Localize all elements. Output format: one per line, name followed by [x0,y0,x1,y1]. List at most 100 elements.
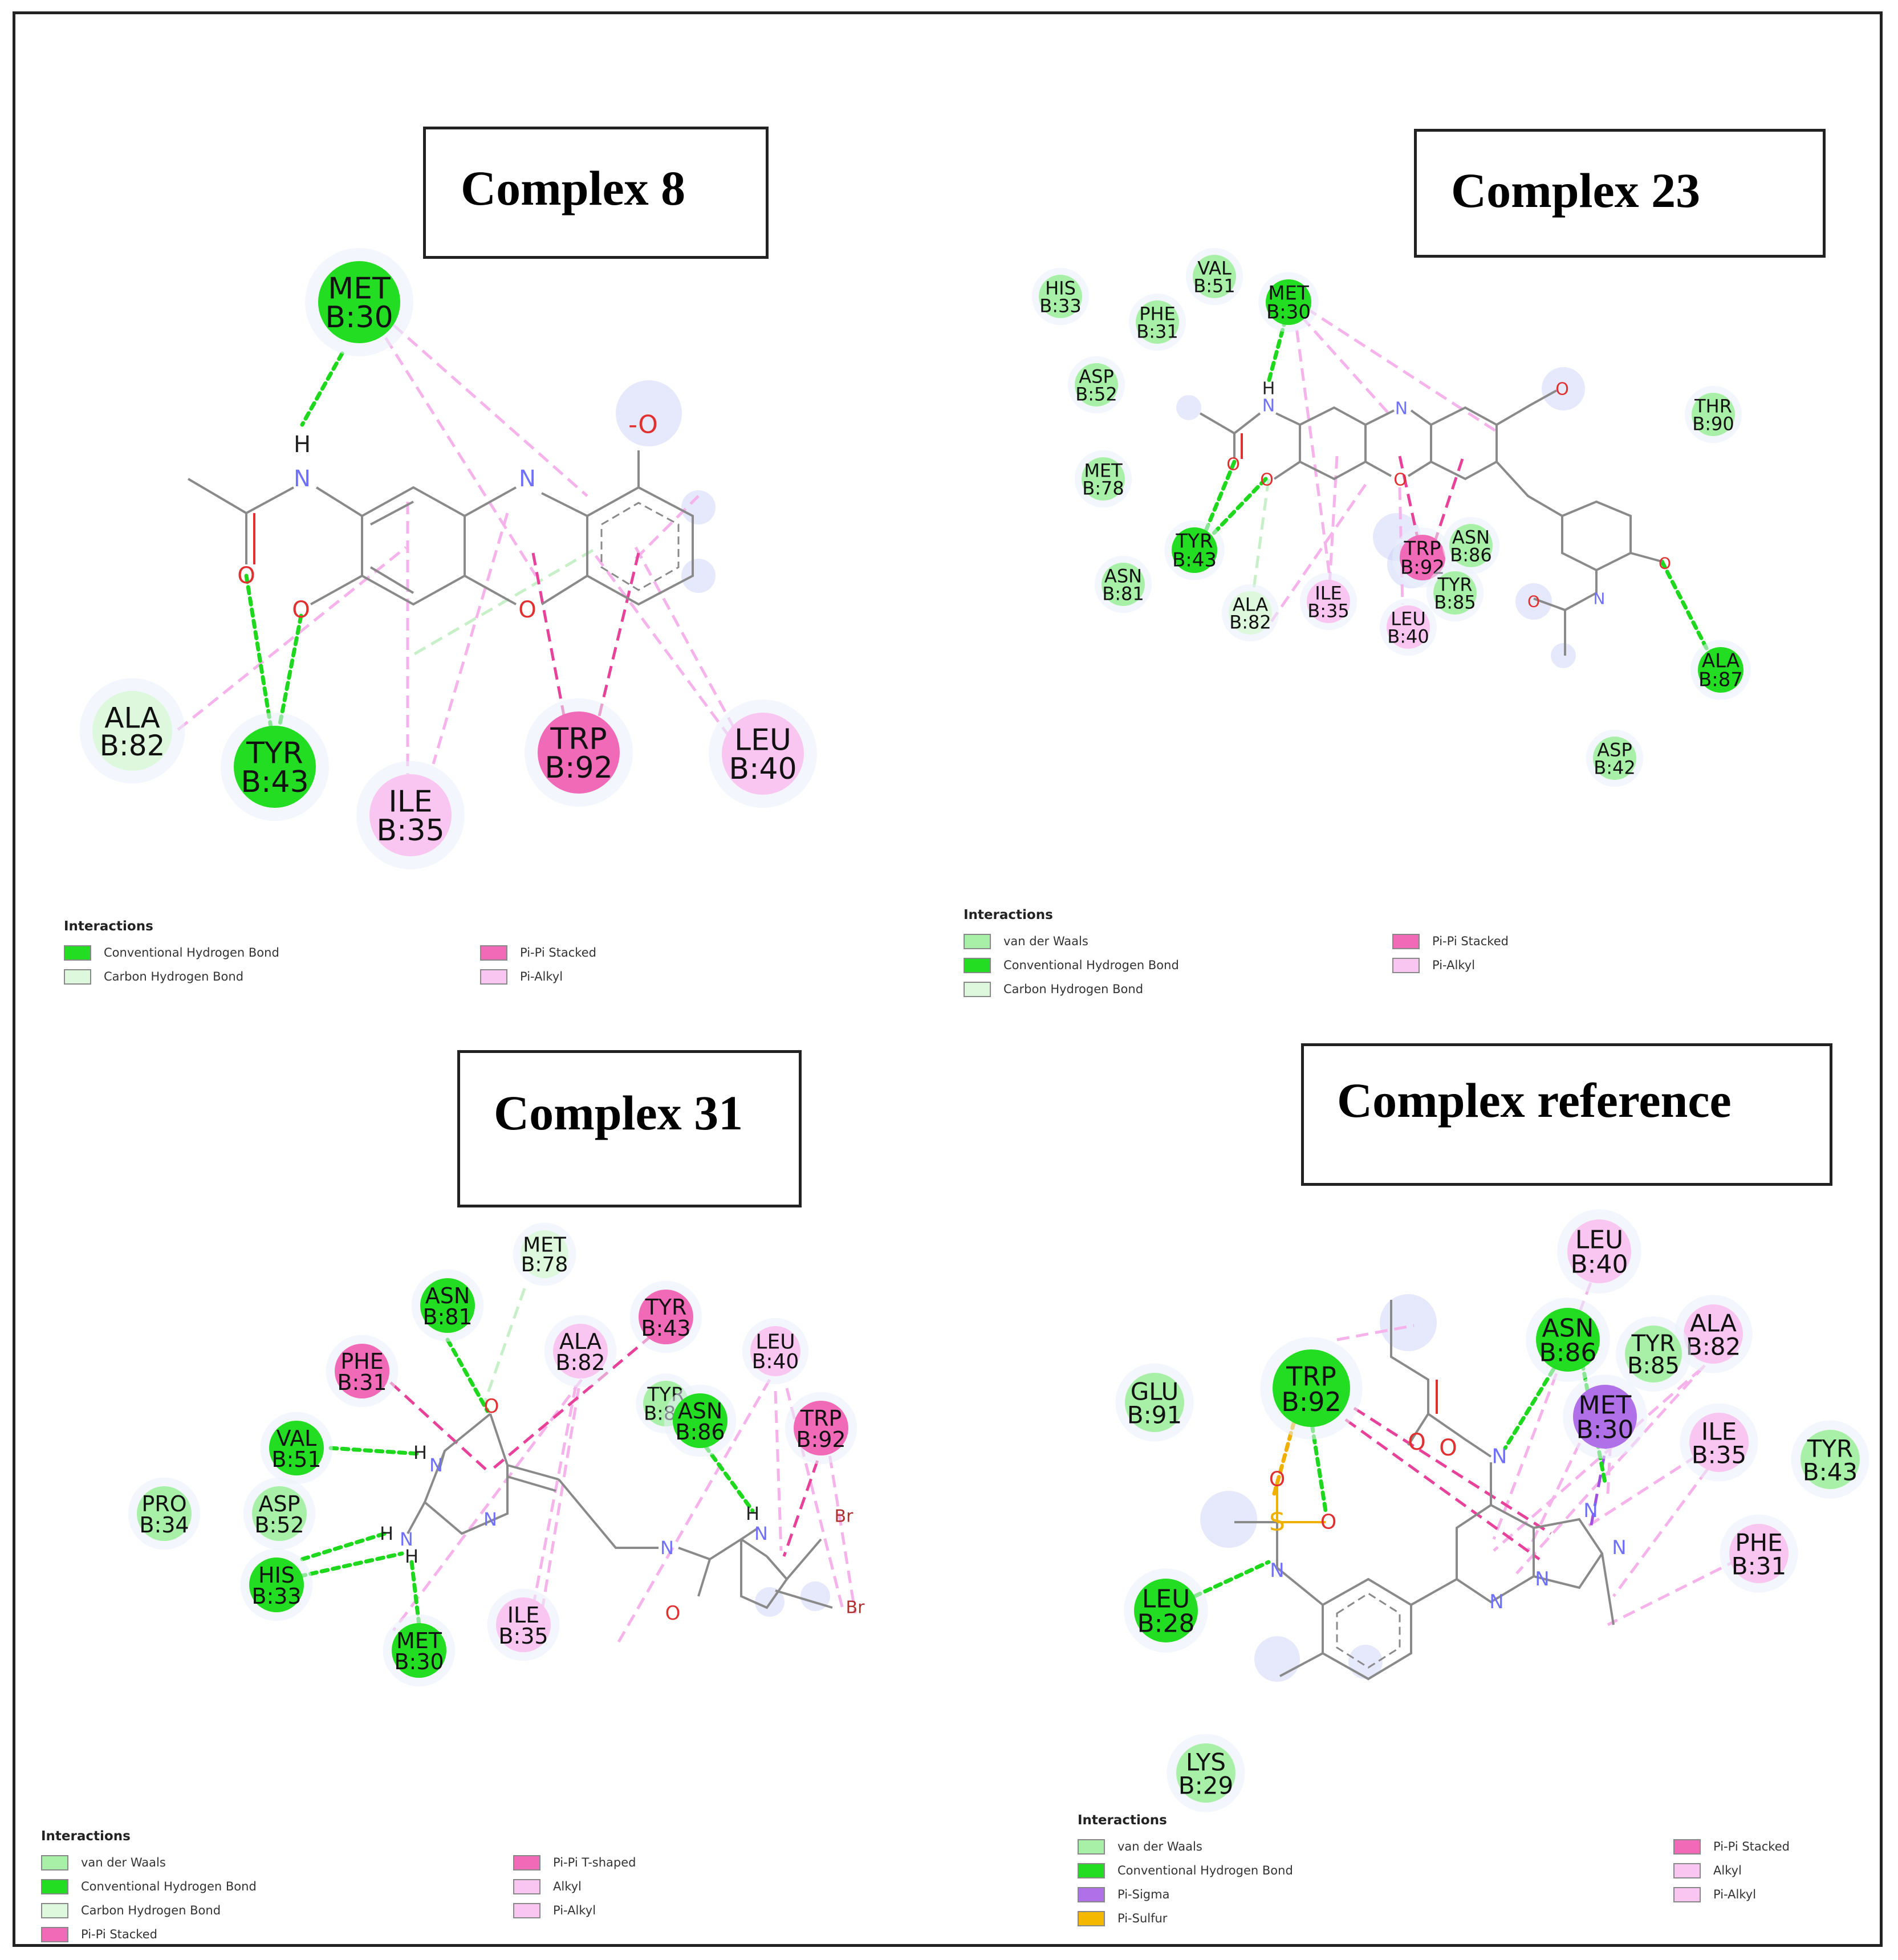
residue-disc [1433,571,1477,615]
legend-swatch-pipi [41,1927,68,1942]
bond-line [369,566,414,594]
solvent-halo [1254,1636,1300,1682]
atom-label: O [518,597,536,623]
residue-name: THR [1694,396,1732,417]
complex-reference-diagram: OONSOONNNNNLEUB:40ASNB:86ALAB:82TYRB:85T… [1115,1209,1869,1812]
residue-chain: B:35 [376,814,444,848]
residue-disc [1387,605,1430,649]
residue-chain: B:42 [1594,757,1635,779]
pialkyl-interaction-line [526,1385,578,1637]
legend-swatch-pialkyl [513,1903,540,1918]
bond-line [1390,1300,1429,1414]
residue-disc [369,774,452,856]
pipi-interaction-line [1353,1406,1552,1535]
residue-name: HIS [258,1563,295,1588]
residue-disc [1692,393,1735,436]
atom-label: O [1260,470,1274,490]
residue-disc [1625,1325,1682,1382]
hbond-interaction-line [300,351,344,427]
residue-chain: B:40 [752,1350,799,1373]
bond-line [540,575,588,605]
residue-chain: B:52 [254,1512,304,1538]
residue-name: PRO [141,1491,186,1516]
residue-name: ASN [425,1283,470,1308]
legend-swatch-hbond [1078,1863,1105,1878]
legend-label: Conventional Hydrogen Bond [1003,958,1179,972]
residue-name: GLU [1131,1378,1179,1406]
residue-name: LEU [734,723,791,758]
atom-label: N [1489,1591,1503,1613]
legend-heading-p31: Interactions [41,1829,131,1844]
residue-chain: B:82 [1686,1332,1741,1360]
residue-name: ILE [1701,1418,1737,1446]
legend-label: Pi-Pi Stacked [81,1928,157,1941]
atom-label: N [754,1523,768,1544]
residue-chain: B:33 [251,1584,301,1609]
pialkyl-interaction-line [432,513,509,765]
residue-chain: B:34 [139,1512,189,1538]
residue-name: TRP [1404,538,1441,560]
hbond-interaction-line [300,1531,387,1562]
residue-disc [1307,580,1350,623]
residue-name: ASN [1452,527,1490,548]
residue-disc [1136,300,1179,344]
bond-line [407,1502,426,1534]
bond-line [1365,409,1395,426]
residue-name: TYR [1631,1331,1676,1357]
residue-chain: B:51 [271,1447,321,1472]
residue-disc [1801,1430,1860,1489]
residue-name: ALA [1233,594,1268,616]
bond-line [740,1539,789,1609]
solvent-halo [1515,583,1552,620]
atom-label: O [1555,380,1569,400]
pisigma-interaction-line [1589,1436,1610,1528]
atom-label: O [237,563,255,589]
panel-title-box-p8 [423,127,769,259]
atom-label: H [405,1546,418,1567]
residue-chain: B:81 [422,1304,472,1329]
panel-title-box-p31 [457,1050,802,1207]
pialkyl-interaction-line [392,324,588,497]
residue-chain: B:30 [1266,301,1311,324]
legend-label: Pi-Pi Stacked [520,946,596,959]
atom-label: O [1269,1468,1285,1491]
solvent-halo [1348,1645,1383,1679]
residue-disc [673,1393,728,1448]
bond-line [740,1527,759,1540]
residue-disc [137,1486,192,1541]
residue-chain: B:29 [1178,1771,1233,1799]
figure-frame [13,11,1883,1947]
legend-swatch-pipi [1392,934,1420,949]
atom-label: O [1393,470,1407,490]
legend-label: Pi-Pi Stacked [1713,1840,1790,1853]
residue-disc [269,1421,324,1475]
residue-disc [249,1558,304,1612]
residue-chain: B:78 [1082,478,1124,499]
aromatic-ring [1336,1592,1401,1669]
pialkyl-interaction-line [774,1390,783,1551]
pipi-interaction-line [389,1381,489,1472]
bond-line [1495,389,1557,426]
legend-heading-pref: Interactions [1078,1813,1167,1828]
residue-chain: B:30 [325,300,393,335]
atom-label: O [1527,592,1540,611]
residue-disc [750,1326,800,1376]
residue-chain: B:52 [1075,384,1117,405]
hbond-interaction-line [445,1337,490,1413]
residue-disc [521,1230,568,1278]
residue-disc [392,1623,446,1678]
residue-disc [1400,535,1445,580]
atom-label: N [1395,399,1408,419]
residue-name: ALA [1690,1310,1737,1337]
